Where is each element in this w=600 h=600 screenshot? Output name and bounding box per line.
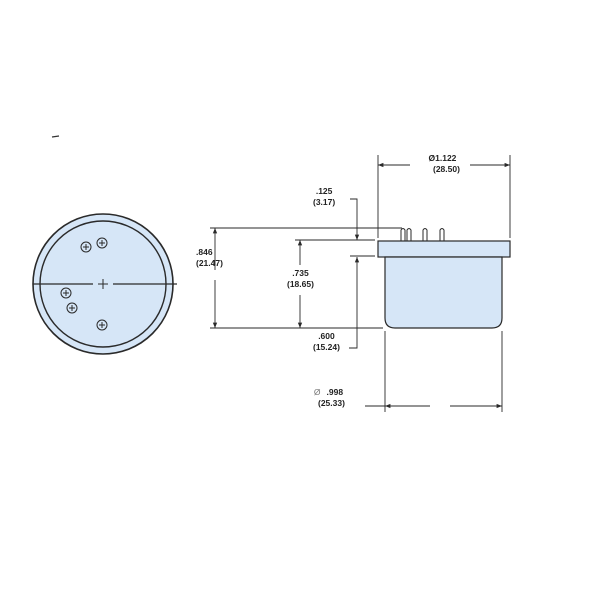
screw-icon <box>96 319 108 331</box>
dim-overall-diameter: Ø1.122 (28.50) <box>425 153 460 175</box>
pin <box>400 228 406 241</box>
diameter-symbol: Ø <box>313 387 321 397</box>
screw-icon <box>66 302 78 314</box>
flange <box>377 240 511 258</box>
dim-inch: .600 <box>318 331 335 341</box>
dim-inch: .846 <box>196 247 213 257</box>
side-view <box>377 228 511 329</box>
dim-body-height: .735 (18.65) <box>287 268 314 290</box>
dim-mm: (28.50) <box>433 164 460 174</box>
dimension-lines <box>210 155 511 412</box>
screw-icon <box>80 241 92 253</box>
can-body <box>384 256 503 329</box>
stray-mark <box>51 135 60 138</box>
dim-inch: .998 <box>326 387 344 397</box>
dim-body-depth: .600 (15.24) <box>313 331 340 353</box>
pin <box>406 228 412 241</box>
screw-icon <box>60 287 72 299</box>
screw-icon <box>96 237 108 249</box>
dim-mm: (25.33) <box>318 398 345 408</box>
dim-overall-height: .846 (21.47) <box>196 247 223 269</box>
dim-flange-thickness: .125 (3.17) <box>313 186 335 208</box>
dim-inch: Ø1.122 <box>428 153 457 163</box>
end-view <box>32 213 177 355</box>
dim-inch: .735 <box>292 268 309 278</box>
dim-mm: (21.47) <box>196 258 223 268</box>
dim-mm: (18.65) <box>287 279 314 289</box>
dim-body-diameter: Ø .998 (25.33) <box>312 387 345 409</box>
dim-mm: (15.24) <box>313 342 340 352</box>
dim-inch: .125 <box>315 186 333 196</box>
pin <box>422 228 428 241</box>
dim-mm: (3.17) <box>313 197 336 207</box>
pin <box>439 228 445 241</box>
